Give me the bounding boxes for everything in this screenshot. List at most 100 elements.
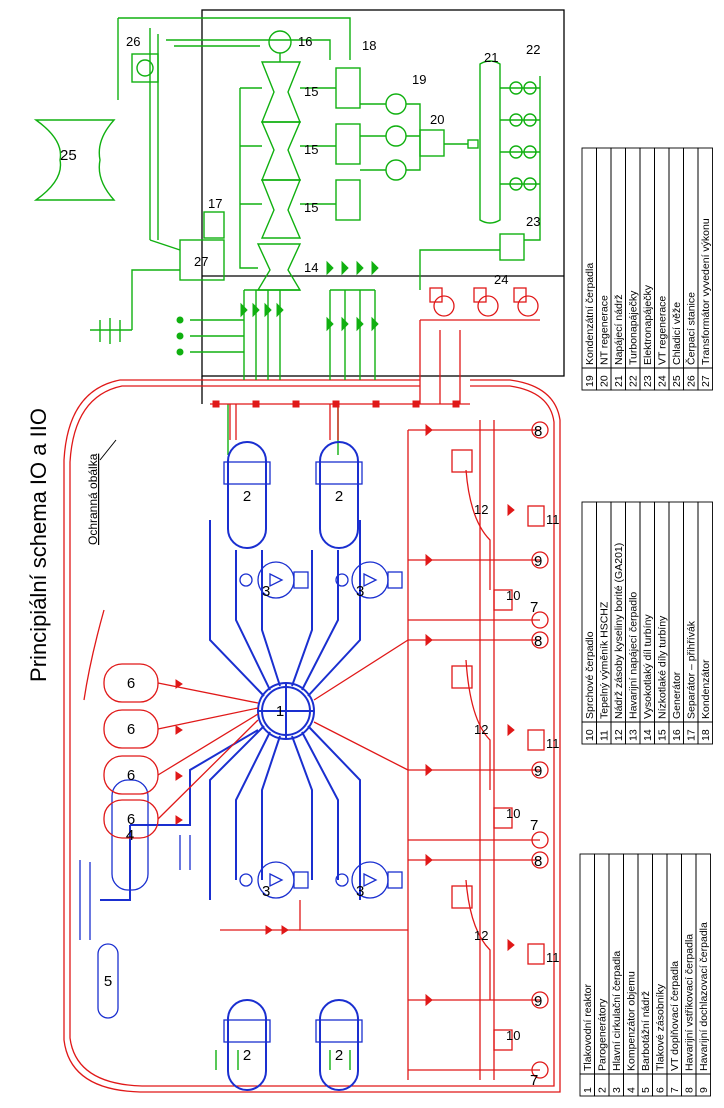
legend-number: 2 <box>597 1087 609 1093</box>
legend-text: Vysokotlaký díl turbíny <box>642 614 654 719</box>
legend-number: 4 <box>626 1087 638 1093</box>
label-lp-regen: 20 <box>430 112 444 127</box>
label-accumulator: 6 <box>127 721 135 738</box>
legend-tables: 1 Tlakovodní reaktor 2 Parogenerátory 3 Hlavn… <box>579 147 713 1097</box>
label-accumulator: 6 <box>127 675 135 692</box>
legend-text: Tlakovodní reaktor <box>582 984 594 1071</box>
legend-text: Turbonapáječky <box>628 290 640 365</box>
legend-number: 24 <box>657 375 669 387</box>
legend-number: 19 <box>584 375 596 387</box>
legend-text: Chladicí věže <box>671 302 683 365</box>
containment-label: Ochranná obálka <box>86 453 100 545</box>
legend-text: Havarijní vstřikovací čerpadla <box>684 934 696 1071</box>
label-sg: 2 <box>243 1047 251 1064</box>
legend-number: 22 <box>628 375 640 387</box>
label-feed-tank: 21 <box>484 50 498 65</box>
legend-text: Separátor – přihřívák <box>686 620 698 719</box>
legend-text: Kompenzátor objemu <box>626 971 638 1071</box>
legend-number: 14 <box>642 729 654 741</box>
label-transformer: 27 <box>194 254 208 269</box>
label-inj-pump: 8 <box>534 633 542 650</box>
diagram-title: Principiální schema IO a IIO <box>26 408 51 682</box>
label-sg: 2 <box>335 488 343 505</box>
legend-number: 12 <box>613 729 625 741</box>
legend-number: 26 <box>686 375 698 387</box>
label-sg: 2 <box>335 1047 343 1064</box>
legend-number: 3 <box>611 1087 623 1093</box>
label-msr: 17 <box>208 196 222 211</box>
label-hp-turbine: 14 <box>304 260 318 275</box>
legend-number: 7 <box>669 1087 681 1093</box>
label-hx: 11 <box>546 736 560 751</box>
legend-text: Sprchové čerpadlo <box>584 631 596 719</box>
legend-text: Barbotážní nádrž <box>640 991 652 1071</box>
legend-number: 21 <box>613 375 625 387</box>
safety-valves <box>175 400 515 1007</box>
safety-systems <box>83 287 549 1080</box>
label-hp-pump: 7 <box>530 599 538 616</box>
legend-number: 20 <box>599 375 611 387</box>
containment-pointer <box>99 439 117 461</box>
legend-text: Kondenzátor <box>700 659 712 719</box>
label-boron-tank: 12 <box>474 502 488 517</box>
legend-table: 1 Tlakovodní reaktor 2 Parogenerátory 3 Hlavn… <box>579 853 711 1097</box>
legend-text: Transformátor vyvedení výkonu <box>700 218 712 365</box>
legend-number: 27 <box>700 375 712 387</box>
legend-number: 15 <box>657 729 669 741</box>
legend-number: 11 <box>599 730 611 741</box>
legend-text: Elektronapáječky <box>642 284 654 365</box>
label-reactor: 1 <box>276 703 284 720</box>
component-labels: 1 2 2 2 2 3 3 3 3 4 5 6 6 6 6 7 7 7 8 8 … <box>60 34 560 1089</box>
legend-text: Generátor <box>671 671 683 719</box>
legend-number: 1 <box>582 1087 594 1093</box>
legend-text: Tepelný výměník HSCHZ <box>599 601 611 719</box>
label-pump-station: 26 <box>126 34 140 49</box>
label-spray-pump: 10 <box>506 588 520 603</box>
legend-text: Tlakové zásobníky <box>655 983 667 1071</box>
legend-text: NT regenerace <box>599 295 611 365</box>
label-cool-pump: 9 <box>534 553 542 570</box>
primary-circuit <box>100 441 361 1091</box>
legend-text: Parogenerátory <box>597 998 609 1071</box>
label-hx: 11 <box>546 512 560 527</box>
label-pressurizer: 4 <box>126 827 134 844</box>
legend-number: 9 <box>698 1087 710 1093</box>
legend-number: 5 <box>640 1087 652 1093</box>
label-mcp: 3 <box>262 583 270 600</box>
legend-text: Nádrž zásoby kyseliny borité (GA201) <box>613 543 625 719</box>
label-boron-tank: 12 <box>474 928 488 943</box>
label-cond-pump: 19 <box>412 72 426 87</box>
label-accumulator: 6 <box>127 767 135 784</box>
label-mcp: 3 <box>356 583 364 600</box>
legend-text: Hlavní cirkulační čerpadla <box>611 951 623 1071</box>
label-spray-pump: 10 <box>506 806 520 821</box>
label-inj-pump: 8 <box>534 423 542 440</box>
secondary-valves <box>176 260 379 356</box>
label-lp-turbine: 15 <box>304 142 318 157</box>
legend-text: Nízkotlaké díly turbíny <box>657 615 669 719</box>
label-cooling-tower: 25 <box>60 147 77 164</box>
label-boron-tank: 12 <box>474 722 488 737</box>
legend-number: 16 <box>671 729 683 741</box>
legend-number: 8 <box>684 1087 696 1093</box>
legend-number: 6 <box>655 1087 667 1093</box>
label-mcp: 3 <box>262 883 270 900</box>
legend-number: 13 <box>628 729 640 741</box>
label-cool-pump: 9 <box>534 763 542 780</box>
label-generator: 16 <box>298 34 312 49</box>
legend-text: Havarijní napájecí čerpadlo <box>628 592 640 719</box>
legend-number: 18 <box>700 729 712 741</box>
label-accumulator: 6 <box>127 811 135 828</box>
label-lp-turbine: 15 <box>304 84 318 99</box>
label-sg: 2 <box>243 488 251 505</box>
label-turbo-feed: 22 <box>526 42 540 57</box>
legend-number: 23 <box>642 375 654 387</box>
legend-number: 10 <box>584 729 596 741</box>
label-electro-feed: 23 <box>526 214 540 229</box>
label-hp-regen: 24 <box>494 272 508 287</box>
legend-text: Napájecí nádrž <box>613 294 625 365</box>
turbine-hall-frame <box>201 9 565 404</box>
legend-number: 25 <box>671 375 683 387</box>
